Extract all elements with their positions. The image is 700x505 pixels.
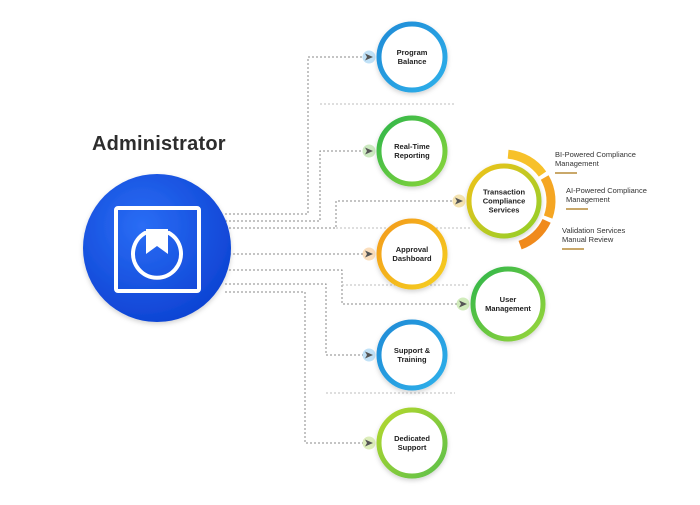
connector-program-balance — [225, 56, 363, 215]
arrow-icon — [455, 197, 463, 205]
connector-transaction-compliance-services — [225, 200, 453, 229]
arrow-icon — [365, 351, 373, 359]
administrator-circle — [83, 174, 231, 322]
node-program-balance[interactable] — [362, 21, 448, 93]
compliance-arc-validation — [518, 218, 551, 250]
node-ring — [466, 163, 542, 239]
arrow-icon — [365, 53, 373, 61]
node-ring — [376, 218, 448, 290]
side-label-ai-powered: AI-Powered Compliance Management — [566, 186, 647, 204]
node-label-transaction-compliance-services: Transaction Compliance Services — [482, 187, 526, 215]
node-dedicated-support[interactable] — [362, 407, 448, 479]
administrator-node[interactable] — [83, 174, 231, 322]
node-ring — [376, 319, 448, 391]
side-underline — [566, 208, 588, 210]
side-underline — [562, 248, 584, 250]
arrow-icon — [365, 250, 373, 258]
node-label-approval-dashboard: Approval Dashboard — [392, 245, 432, 263]
connector-user-management — [225, 269, 457, 305]
compliance-arc-ai-powered — [540, 175, 556, 219]
compliance-arc-bi-powered — [507, 149, 547, 177]
node-ring — [470, 266, 546, 342]
side-label-validation: Validation Services Manual Review — [562, 226, 626, 244]
arrow-icon — [365, 147, 373, 155]
connector-support-training — [225, 283, 363, 356]
side-underline — [555, 172, 577, 174]
node-ring — [376, 21, 448, 93]
node-label-support-training: Support & Training — [393, 346, 431, 364]
node-approval-dashboard[interactable] — [362, 218, 448, 290]
node-user-management[interactable] — [456, 266, 546, 342]
node-real-time-reporting[interactable] — [362, 115, 448, 187]
bookmark-icon — [131, 229, 183, 280]
arrow-icon — [365, 439, 373, 447]
connector-real-time-reporting — [225, 150, 363, 222]
node-support-training[interactable] — [362, 319, 448, 391]
node-label-program-balance: Program Balance — [396, 48, 428, 66]
node-ring — [376, 115, 448, 187]
node-label-dedicated-support: Dedicated Support — [394, 434, 430, 452]
compliance-arcs — [507, 149, 556, 250]
node-transaction-compliance-services[interactable] — [452, 163, 542, 239]
service-nodes — [362, 21, 546, 479]
administrator-frame — [114, 206, 201, 293]
node-label-real-time-reporting: Real-Time Reporting — [394, 142, 430, 160]
node-ring — [376, 407, 448, 479]
administrator-title: Administrator — [92, 133, 226, 155]
arrow-icon — [459, 300, 467, 308]
connector-dedicated-support — [225, 291, 363, 444]
connector-lines — [225, 56, 470, 444]
side-label-bi-powered: BI-Powered Compliance Management — [555, 150, 636, 168]
node-label-user-management: User Management — [485, 295, 531, 313]
